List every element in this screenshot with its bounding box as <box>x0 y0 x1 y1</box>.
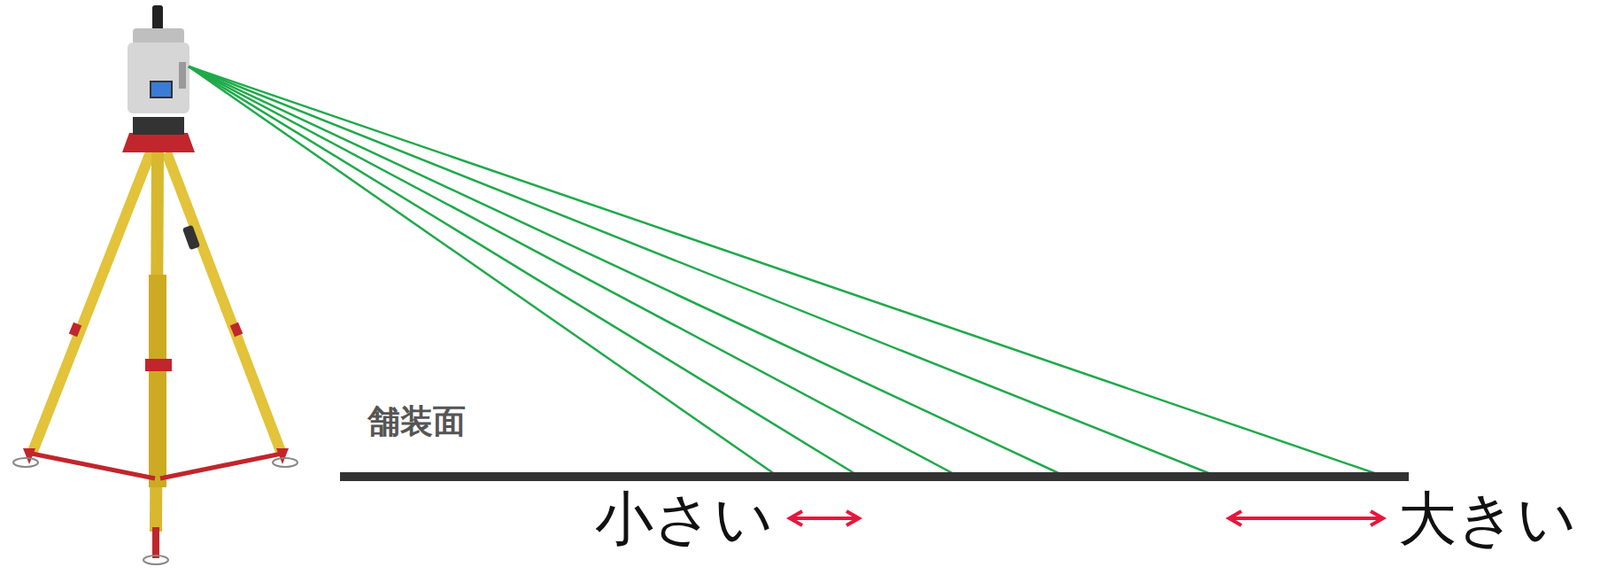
laser-scanner <box>127 5 190 114</box>
scanner-base <box>132 116 185 135</box>
spacing-label: 大きい <box>1398 489 1577 549</box>
tripod <box>13 152 298 565</box>
tribrach <box>122 132 195 153</box>
spacing-arrow <box>789 516 859 520</box>
laser-beam <box>188 66 1385 477</box>
spacing-arrow <box>1228 516 1384 520</box>
surface-label: 舗装面 <box>367 404 466 438</box>
spacing-label: 小さい <box>595 489 774 549</box>
pavement-surface <box>340 471 1409 481</box>
